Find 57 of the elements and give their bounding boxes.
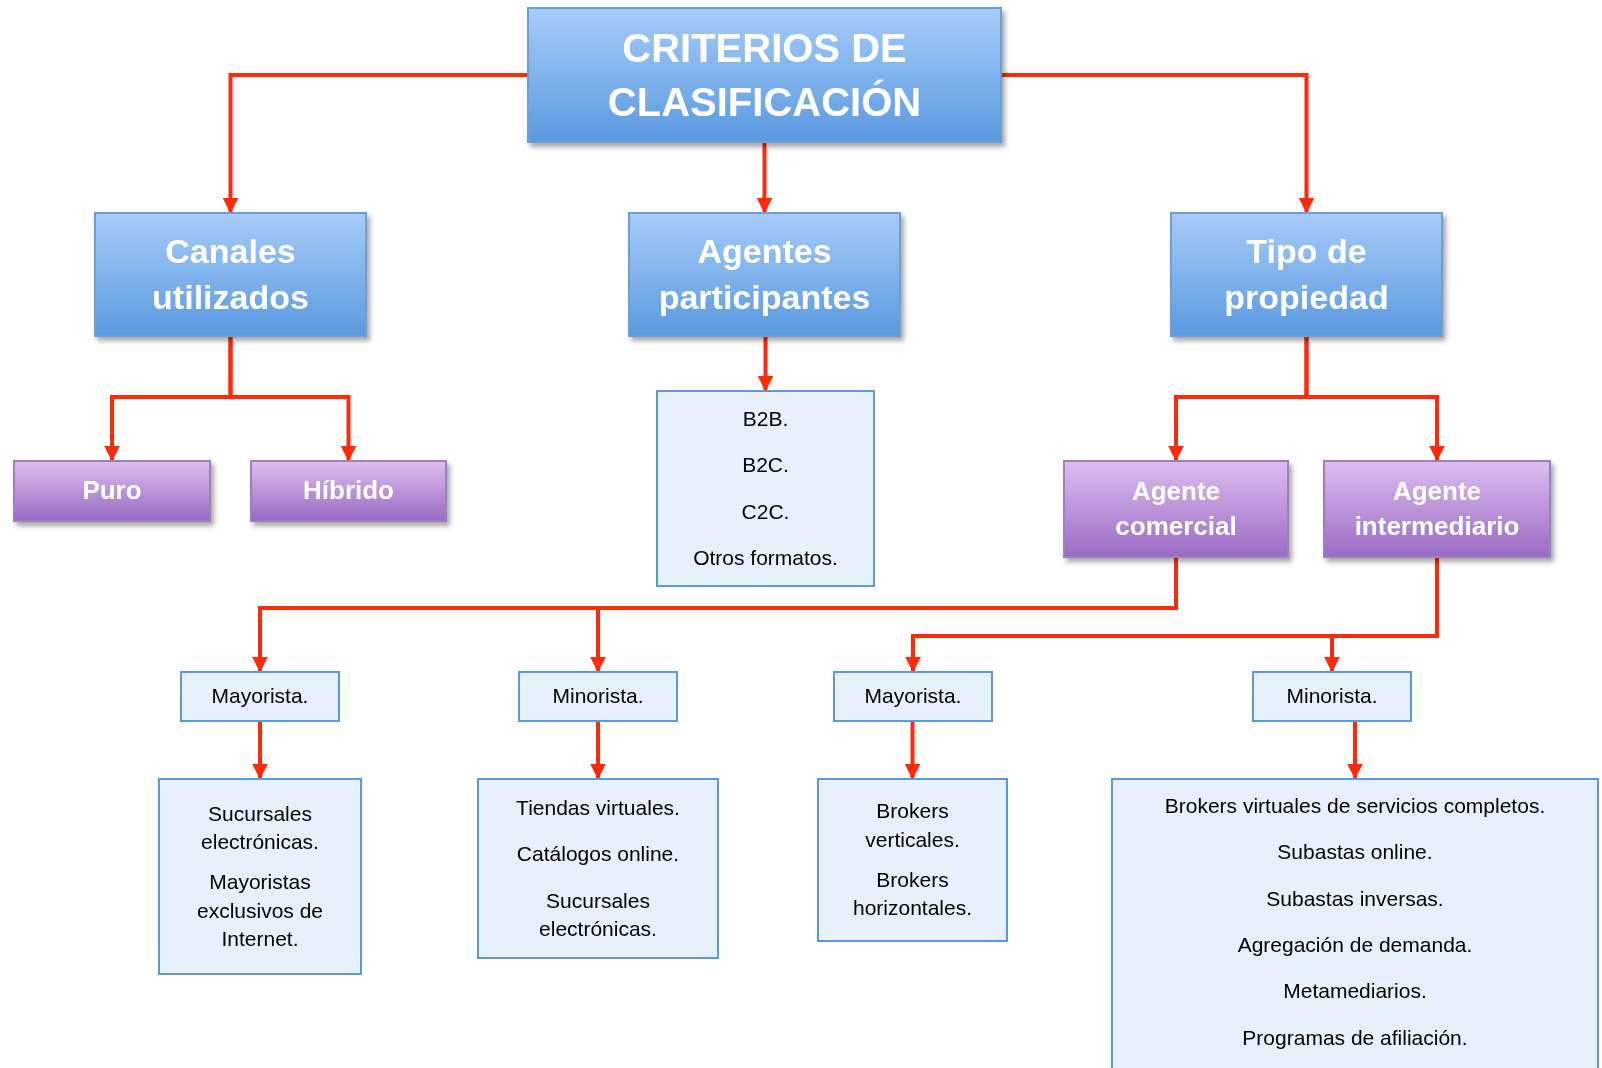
box-title: Agente intermediario: [1353, 474, 1521, 543]
item-box: [817, 778, 1008, 942]
arrow: [1347, 722, 1363, 780]
box-title: Agentes participantes: [657, 230, 872, 318]
list-item: C2C.: [740, 498, 791, 525]
list-item: Subastas online.: [1276, 839, 1434, 866]
arrow: [1304, 337, 1445, 462]
arrow: [1002, 73, 1315, 214]
item-box: [477, 778, 719, 959]
item-box: [833, 671, 993, 722]
category-box: [527, 7, 1002, 143]
list-item: Agregación de demanda.: [1236, 932, 1474, 959]
arrow: [757, 337, 774, 392]
item-box: [158, 778, 362, 975]
list-item: Minorista.: [1285, 683, 1379, 710]
arrow: [222, 73, 527, 214]
category-box: [1170, 212, 1443, 337]
box-title: CRITERIOS DE CLASIFICACIÓN: [606, 25, 923, 126]
list-item: Minorista.: [551, 683, 645, 710]
list-item: Mayoristas exclusivos de Internet.: [195, 869, 325, 952]
arrow: [756, 143, 773, 214]
item-box: [518, 671, 678, 722]
list-item: Otros formatos.: [692, 544, 839, 571]
box-title: Híbrido: [302, 474, 395, 508]
item-box: [1252, 671, 1412, 722]
list-item: Brokers verticales.: [864, 798, 961, 853]
item-box: [180, 671, 340, 722]
arrow: [590, 722, 606, 780]
category-box: [628, 212, 901, 337]
list-item: Subastas inversas.: [1265, 885, 1445, 912]
arrow: [904, 722, 921, 780]
list-item: Brokers virtuales de servicios completos.: [1163, 793, 1547, 819]
list-item: Mayorista.: [210, 683, 310, 710]
list-item: B2B.: [741, 405, 790, 432]
list-item: Metamediarios.: [1282, 978, 1428, 1005]
subcategory-box: [1323, 460, 1551, 558]
list-item: Brokers horizontales.: [851, 867, 974, 922]
subcategory-box: [250, 460, 447, 522]
list-item: Sucursales electrónicas.: [538, 887, 658, 942]
arrow: [1324, 558, 1439, 673]
box-title: Agente comercial: [1114, 474, 1238, 543]
box-title: Puro: [81, 474, 143, 508]
category-box: [94, 212, 367, 337]
arrow: [228, 337, 357, 462]
subcategory-box: [1063, 460, 1289, 558]
list-item: Tiendas virtuales.: [515, 794, 681, 821]
list-item: Mayorista.: [863, 683, 963, 710]
list-item: Catálogos online.: [515, 841, 681, 868]
list-item: B2C.: [741, 452, 790, 479]
subcategory-box: [13, 460, 211, 522]
item-box: [656, 390, 875, 587]
box-title: Canales utilizados: [151, 230, 310, 318]
box-title: Tipo de propiedad: [1223, 230, 1390, 318]
list-item: Programas de afiliación.: [1241, 1024, 1469, 1051]
arrow: [252, 722, 268, 780]
item-box: [1111, 778, 1599, 1068]
list-item: Sucursales electrónicas.: [200, 800, 320, 855]
